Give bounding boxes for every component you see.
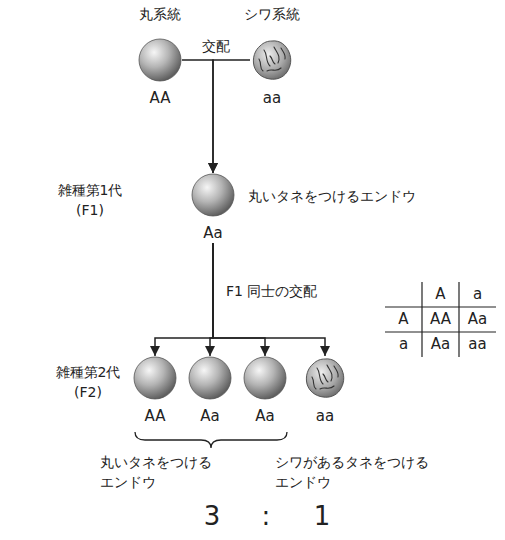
phenotype-note: 丸いタネをつけるエンドウ (248, 186, 458, 206)
wrinkle-lines (259, 47, 285, 71)
pea-outline (253, 41, 290, 79)
pea-node: Aa (225, 356, 305, 426)
genotype: Aa (203, 223, 222, 243)
genotype: AA (150, 88, 171, 108)
edge-label: F1 同士の交配 (226, 281, 376, 301)
table-cell: a (385, 334, 422, 355)
cross-arrow (213, 243, 265, 356)
cross-arrow (213, 243, 325, 356)
table-cell: aa (459, 334, 496, 355)
pea-node: 丸系統 AA (120, 4, 200, 108)
table-cell: AA (422, 309, 459, 330)
pea-outline (306, 359, 343, 397)
table-cell: A (385, 309, 422, 330)
wrinkled-pea (303, 356, 347, 400)
wrinkled-pea (250, 38, 294, 82)
round-pea (191, 173, 235, 217)
pea-node: シワ系統 aa (232, 4, 312, 108)
pea-outline (244, 357, 286, 399)
genotype: AA (145, 406, 166, 426)
pea-node: Aa (170, 356, 250, 426)
pea-outline (192, 174, 234, 216)
round-pea (138, 38, 182, 82)
table-cell: A (422, 284, 459, 305)
genotype: aa (316, 406, 334, 426)
phenotype-note: シワがあるタネをつける エンドウ (275, 452, 455, 492)
ratio-separator: : (246, 500, 286, 532)
generation-label: 雑種第2代 (F2) (46, 362, 130, 402)
wrinkle-lines (312, 365, 338, 389)
table-cell: Aa (459, 309, 496, 330)
round-pea (243, 356, 287, 400)
round-pea (188, 356, 232, 400)
pea-outline (134, 357, 176, 399)
pea-node: AA (115, 356, 195, 426)
punnett-grid (385, 282, 496, 357)
cross-arrow (210, 243, 213, 356)
genotype: Aa (255, 406, 274, 426)
table-cell: Aa (422, 334, 459, 355)
round-pea (133, 356, 177, 400)
genotype: aa (263, 88, 281, 108)
table-cell: a (459, 284, 496, 305)
brace (135, 432, 287, 448)
generation-label: 雑種第1代 (F1) (48, 180, 132, 220)
pea-outline (189, 357, 231, 399)
strain-name: 丸系統 (139, 4, 181, 24)
edge-label: 交配 (186, 36, 246, 56)
pea-node: Aa (173, 173, 253, 243)
pea-node: aa (285, 356, 365, 426)
cross-arrow (155, 243, 213, 356)
ratio-number: 1 (302, 500, 342, 532)
genotype: Aa (200, 406, 219, 426)
cross-arrow (182, 60, 213, 173)
pea-outline (139, 39, 181, 81)
strain-name: シワ系統 (244, 4, 300, 24)
ratio-number: 3 (192, 500, 232, 532)
cross-arrow (213, 60, 250, 173)
phenotype-note: 丸いタネをつける エンドウ (100, 452, 240, 492)
